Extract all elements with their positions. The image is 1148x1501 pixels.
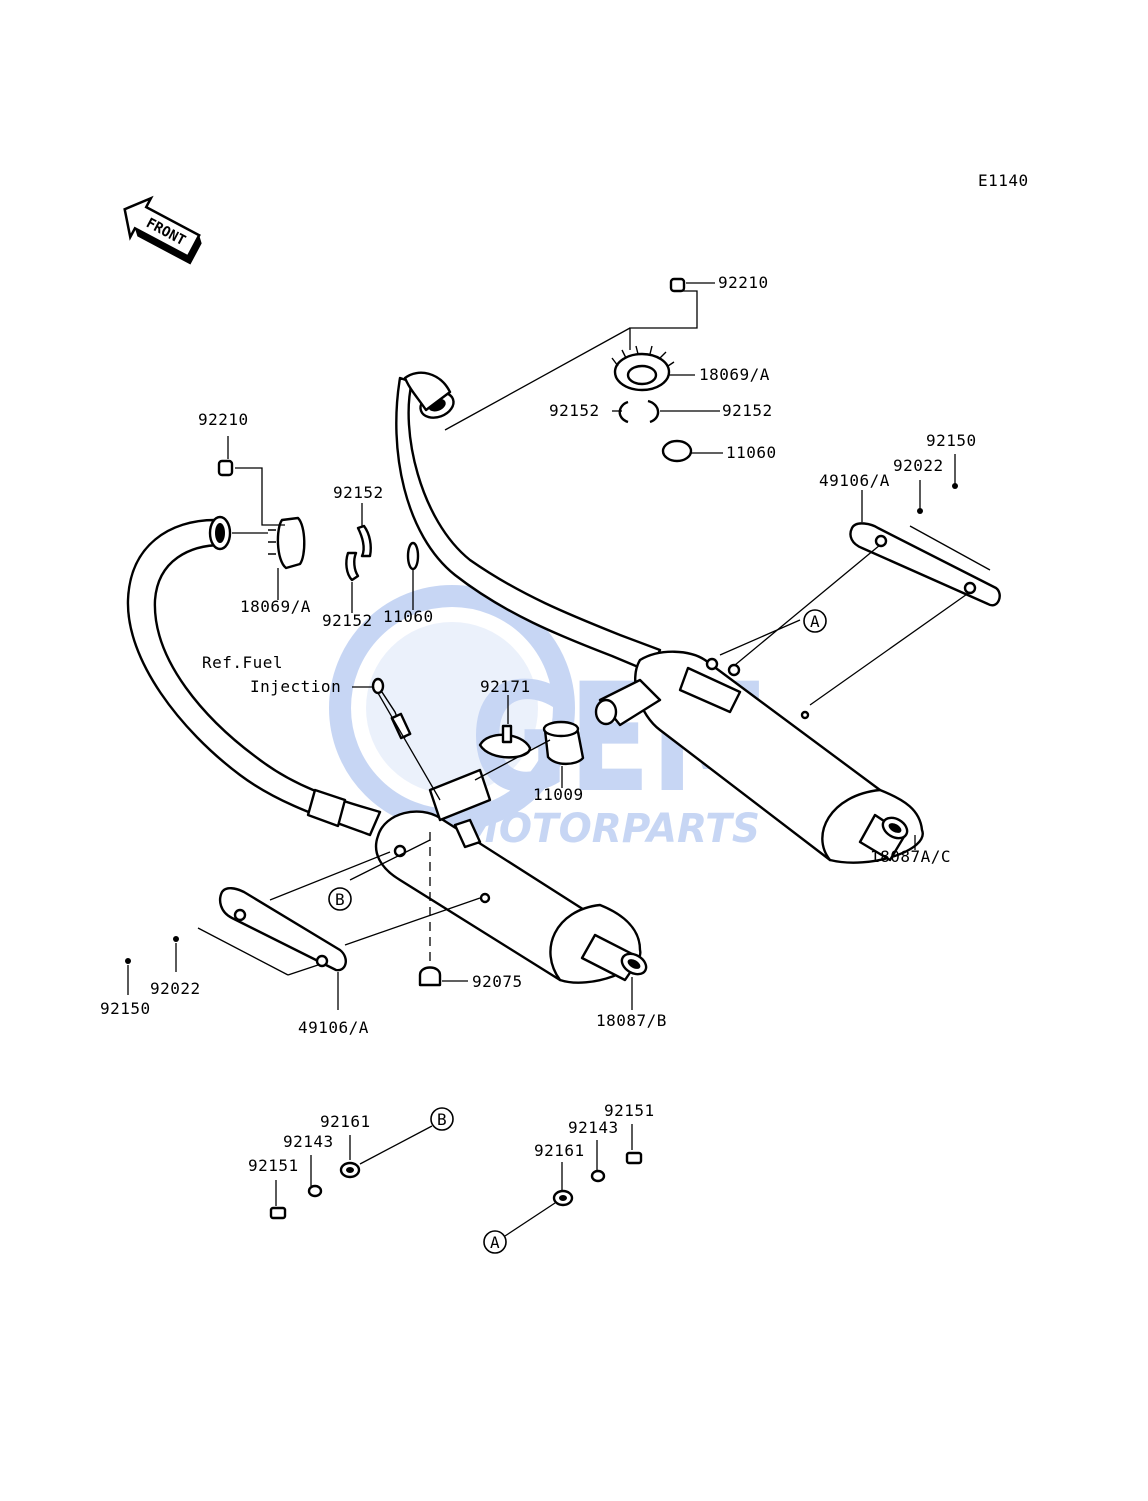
front-arrow-icon: FRONT — [123, 195, 202, 265]
connecting-pipe — [542, 678, 662, 766]
label-nut-92210-left: 92210 — [198, 410, 249, 429]
cover-49106a-right — [849, 522, 1001, 607]
label-ring-11060-right: 11060 — [726, 443, 777, 462]
b-hardware-group — [269, 1161, 361, 1220]
label-washer-92022-right: 92022 — [893, 456, 944, 475]
label-gasket-18069a-left: 18069/A — [240, 597, 311, 616]
label-muffler-18087b: 18087/B — [596, 1011, 667, 1030]
label-bolt-92150-right: 92150 — [926, 431, 977, 450]
watermark-sub: MOTORPARTS — [460, 806, 760, 852]
washer-92022-right-icon — [917, 508, 923, 514]
clamp-92152-right-b-icon — [647, 399, 660, 424]
label-nut-92210-right: 92210 — [718, 273, 769, 292]
label-ring-11060-left: 11060 — [383, 607, 434, 626]
bolt-92150-right-icon — [952, 483, 958, 489]
bolt-92150-left-icon — [125, 958, 131, 964]
rear-exhaust-pipe — [395, 371, 662, 674]
nut-92210-right — [669, 277, 686, 293]
label-b-collar-92161: 92161 — [320, 1112, 371, 1131]
label-clamp-92171: 92171 — [480, 677, 531, 696]
marker-a-upper: A — [803, 609, 827, 633]
label-bolt-92150-left: 92150 — [100, 999, 151, 1018]
marker-b-bottom-label: B — [437, 1110, 447, 1129]
clamp-92171 — [478, 724, 532, 759]
marker-b-middle: B — [328, 887, 352, 911]
label-clamp-92152-left-top: 92152 — [333, 483, 384, 502]
front-exhaust-pipe — [126, 515, 382, 837]
clamp-92152-left-a-icon — [356, 524, 372, 558]
part-labels: 92210 18069/A 92152 92152 11060 92150 92… — [100, 273, 977, 1175]
marker-b-bottom: B — [430, 1107, 454, 1131]
label-damper-92075: 92075 — [472, 972, 523, 991]
ring-11060-right — [661, 439, 693, 463]
label-ref-injection: Injection — [250, 677, 341, 696]
label-washer-92022-left: 92022 — [150, 979, 201, 998]
leader-lines — [127, 282, 991, 1237]
label-clamp-92152-right-right: 92152 — [722, 401, 773, 420]
label-a-collar-92161: 92161 — [534, 1141, 585, 1160]
gasket-18069a-right — [611, 345, 675, 392]
label-gasket-18069a-right: 18069/A — [699, 365, 770, 384]
clamp-92152-right-a-icon — [618, 400, 629, 424]
marker-a-upper-label: A — [810, 612, 820, 631]
label-b-washer-92143: 92143 — [283, 1132, 334, 1151]
marker-a-bottom: A — [483, 1230, 507, 1254]
damper-92075-icon — [418, 966, 442, 987]
ring-11060-left — [406, 541, 420, 571]
label-cover-49106a-right: 49106/A — [819, 471, 890, 490]
label-cover-49106a-left: 49106/A — [298, 1018, 369, 1037]
label-pipe-11009: 11009 — [533, 785, 584, 804]
label-a-washer-92143: 92143 — [568, 1118, 619, 1137]
gasket-18069a-left — [268, 516, 306, 570]
nut-92210-left — [217, 459, 234, 477]
a-hardware-group — [552, 1151, 643, 1207]
muffler-18087ac — [634, 650, 924, 864]
oxygen-sensor — [371, 677, 412, 740]
cover-49106a-left — [218, 887, 347, 972]
label-clamp-92152-right-left: 92152 — [549, 401, 600, 420]
label-b-bolt-92151: 92151 — [248, 1156, 299, 1175]
watermark-globe — [329, 585, 575, 831]
marker-b-middle-label: B — [335, 890, 345, 909]
clamp-92152-left-b-icon — [345, 551, 360, 582]
muffler-18087b — [374, 768, 648, 984]
marker-a-bottom-label: A — [490, 1233, 500, 1252]
label-a-bolt-92151: 92151 — [604, 1101, 655, 1120]
washer-92022-left-icon — [173, 936, 179, 942]
diagram-code: E1140 — [978, 171, 1029, 190]
label-ref-fuel: Ref.Fuel — [202, 653, 283, 672]
label-clamp-92152-left-bottom: 92152 — [322, 611, 373, 630]
label-muffler-18087ac: 18087A/C — [870, 847, 951, 866]
